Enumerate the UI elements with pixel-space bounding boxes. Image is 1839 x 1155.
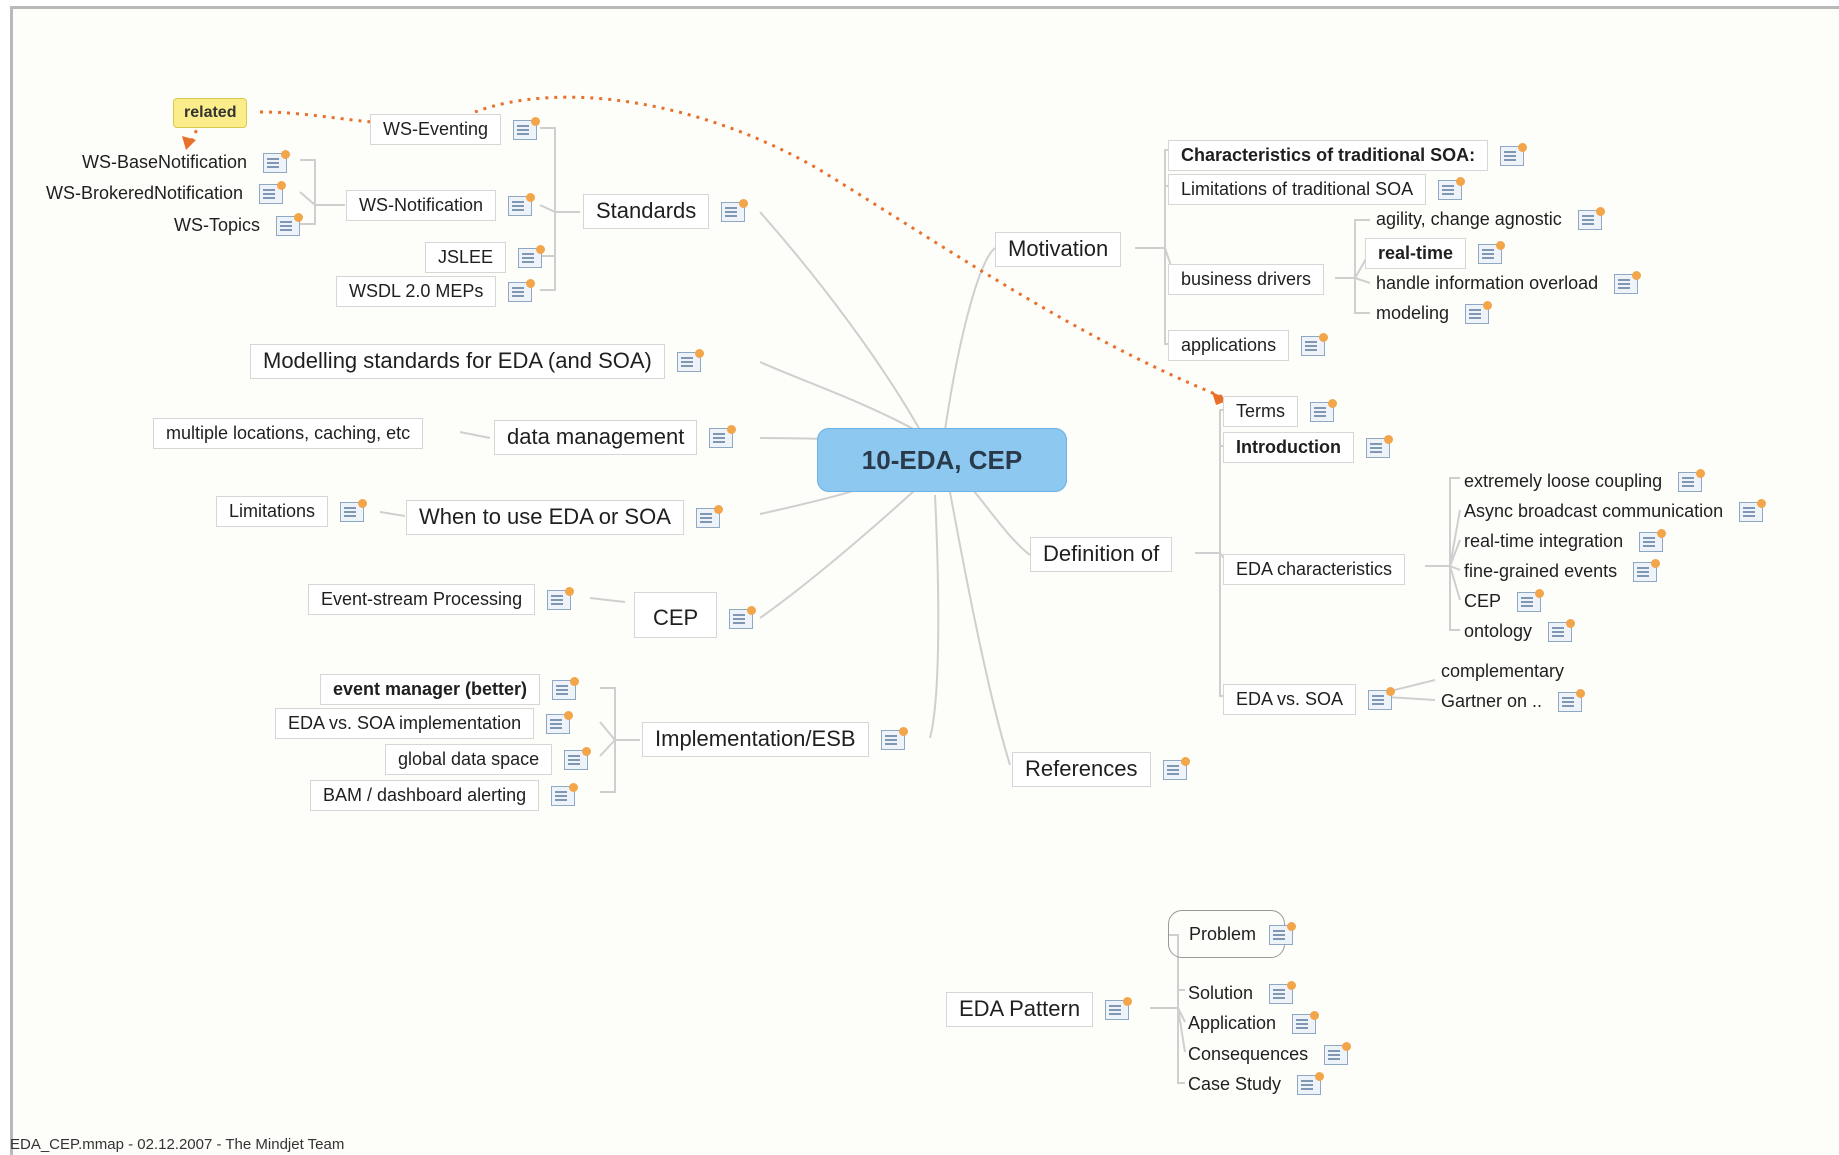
note-icon[interactable] xyxy=(1310,399,1337,423)
topic-loose-coupling[interactable]: extremely loose coupling xyxy=(1460,469,1706,493)
note-icon[interactable] xyxy=(676,349,704,373)
note-icon[interactable] xyxy=(1324,1042,1352,1066)
topic-ws-notification[interactable]: WS-Notification xyxy=(346,190,536,221)
note-icon[interactable] xyxy=(1639,529,1667,553)
note-icon[interactable] xyxy=(340,499,368,523)
note-icon[interactable] xyxy=(518,245,546,269)
topic-references[interactable]: References xyxy=(1012,752,1190,787)
topic-agility[interactable]: agility, change agnostic xyxy=(1372,207,1605,231)
note-icon[interactable] xyxy=(1269,922,1297,946)
note-icon[interactable] xyxy=(276,213,304,237)
note-icon[interactable] xyxy=(721,199,749,223)
topic-async-broadcast[interactable]: Async broadcast communication xyxy=(1460,499,1767,523)
topic-eda-pattern[interactable]: EDA Pattern xyxy=(946,992,1133,1027)
topic-consequences[interactable]: Consequences xyxy=(1184,1042,1352,1066)
topic-introduction[interactable]: Introduction xyxy=(1223,432,1393,463)
topic-multiple-locations[interactable]: multiple locations, caching, etc xyxy=(153,418,424,449)
note-icon[interactable] xyxy=(1438,177,1466,201)
topic-wsdl-meps[interactable]: WSDL 2.0 MEPs xyxy=(336,276,536,307)
branch-connectors xyxy=(299,127,1461,1084)
note-icon[interactable] xyxy=(547,587,575,611)
note-icon[interactable] xyxy=(709,425,737,449)
topic-jslee[interactable]: JSLEE xyxy=(425,242,546,273)
note-icon[interactable] xyxy=(1577,207,1605,231)
topic-event-stream-processing[interactable]: Event-stream Processing xyxy=(308,584,575,615)
topic-ws-eventing[interactable]: WS-Eventing xyxy=(370,114,541,145)
topic-event-manager[interactable]: event manager (better) xyxy=(320,674,580,705)
relationship-arrowheads xyxy=(182,136,1230,405)
central-topic[interactable]: 10-EDA, CEP xyxy=(817,428,1067,492)
topic-ws-basenotification[interactable]: WS-BaseNotification xyxy=(78,150,291,174)
topic-implementation-esb[interactable]: Implementation/ESB xyxy=(642,722,908,757)
note-icon[interactable] xyxy=(1517,589,1545,613)
note-icon[interactable] xyxy=(564,747,592,771)
note-icon[interactable] xyxy=(1678,469,1706,493)
topic-motivation[interactable]: Motivation xyxy=(995,232,1122,267)
topic-eda-characteristics[interactable]: EDA characteristics xyxy=(1223,554,1406,585)
note-icon[interactable] xyxy=(1739,499,1767,523)
topic-definition-of[interactable]: Definition of xyxy=(1030,537,1173,572)
note-icon[interactable] xyxy=(1633,559,1661,583)
topic-handle-information-overload[interactable]: handle information overload xyxy=(1372,271,1642,295)
note-icon[interactable] xyxy=(1465,301,1493,325)
topic-applications[interactable]: applications xyxy=(1168,330,1329,361)
topic-gartner[interactable]: Gartner on .. xyxy=(1437,689,1586,713)
note-icon[interactable] xyxy=(259,181,287,205)
note-icon[interactable] xyxy=(1558,689,1586,713)
note-icon[interactable] xyxy=(551,783,579,807)
note-icon[interactable] xyxy=(1614,271,1642,295)
topic-bam-dashboard[interactable]: BAM / dashboard alerting xyxy=(310,780,579,811)
topic-application[interactable]: Application xyxy=(1184,1011,1320,1035)
topic-terms[interactable]: Terms xyxy=(1223,396,1337,427)
note-icon[interactable] xyxy=(1269,981,1297,1005)
note-icon[interactable] xyxy=(1105,997,1133,1021)
note-icon[interactable] xyxy=(1478,241,1506,265)
topic-eda-vs-soa[interactable]: EDA vs. SOA xyxy=(1223,684,1396,715)
note-icon[interactable] xyxy=(695,505,723,529)
note-icon[interactable] xyxy=(729,606,757,630)
note-icon[interactable] xyxy=(1548,619,1576,643)
topic-business-drivers[interactable]: business drivers xyxy=(1168,264,1325,295)
note-icon[interactable] xyxy=(546,711,574,735)
note-icon[interactable] xyxy=(1162,757,1190,781)
topic-complementary[interactable]: complementary xyxy=(1441,661,1565,681)
note-icon[interactable] xyxy=(1297,1072,1325,1096)
topic-case-study[interactable]: Case Study xyxy=(1184,1072,1325,1096)
footer-caption: EDA_CEP.mmap - 02.12.2007 - The Mindjet … xyxy=(10,1136,345,1153)
topic-ontology[interactable]: ontology xyxy=(1460,619,1576,643)
topic-cep-characteristic[interactable]: CEP xyxy=(1460,589,1545,613)
note-icon[interactable] xyxy=(552,677,580,701)
topic-limitations[interactable]: Limitations xyxy=(216,496,368,527)
note-icon[interactable] xyxy=(508,193,536,217)
topic-eda-vs-soa-implementation[interactable]: EDA vs. SOA implementation xyxy=(275,708,574,739)
topic-real-time[interactable]: real-time xyxy=(1365,238,1506,269)
note-icon[interactable] xyxy=(1365,435,1393,459)
related-tag[interactable]: related xyxy=(173,98,248,128)
topic-modelling-standards[interactable]: Modelling standards for EDA (and SOA) xyxy=(250,344,704,379)
topic-standards[interactable]: Standards xyxy=(583,194,749,229)
topic-global-data-space[interactable]: global data space xyxy=(385,744,592,775)
topic-realtime-integration[interactable]: real-time integration xyxy=(1460,529,1667,553)
note-icon[interactable] xyxy=(1368,687,1396,711)
note-icon[interactable] xyxy=(1292,1011,1320,1035)
topic-characteristics-soa[interactable]: Characteristics of traditional SOA: xyxy=(1168,140,1528,171)
note-icon[interactable] xyxy=(1301,333,1329,357)
topic-when-to-use[interactable]: When to use EDA or SOA xyxy=(406,500,723,535)
note-icon[interactable] xyxy=(263,150,291,174)
note-icon[interactable] xyxy=(513,117,541,141)
topic-ws-topics[interactable]: WS-Topics xyxy=(170,213,304,237)
topic-modeling[interactable]: modeling xyxy=(1372,301,1493,325)
topic-data-management[interactable]: data management xyxy=(494,420,737,455)
note-icon[interactable] xyxy=(508,279,536,303)
topic-problem[interactable]: Problem xyxy=(1168,910,1297,958)
topic-fine-grained-events[interactable]: fine-grained events xyxy=(1460,559,1661,583)
note-icon[interactable] xyxy=(880,727,908,751)
topic-limitations-soa[interactable]: Limitations of traditional SOA xyxy=(1168,174,1466,205)
note-icon[interactable] xyxy=(1500,143,1528,167)
topic-cep[interactable]: CEP xyxy=(634,592,757,638)
topic-ws-brokerednotification[interactable]: WS-BrokeredNotification xyxy=(42,181,287,205)
topic-solution[interactable]: Solution xyxy=(1184,981,1297,1005)
